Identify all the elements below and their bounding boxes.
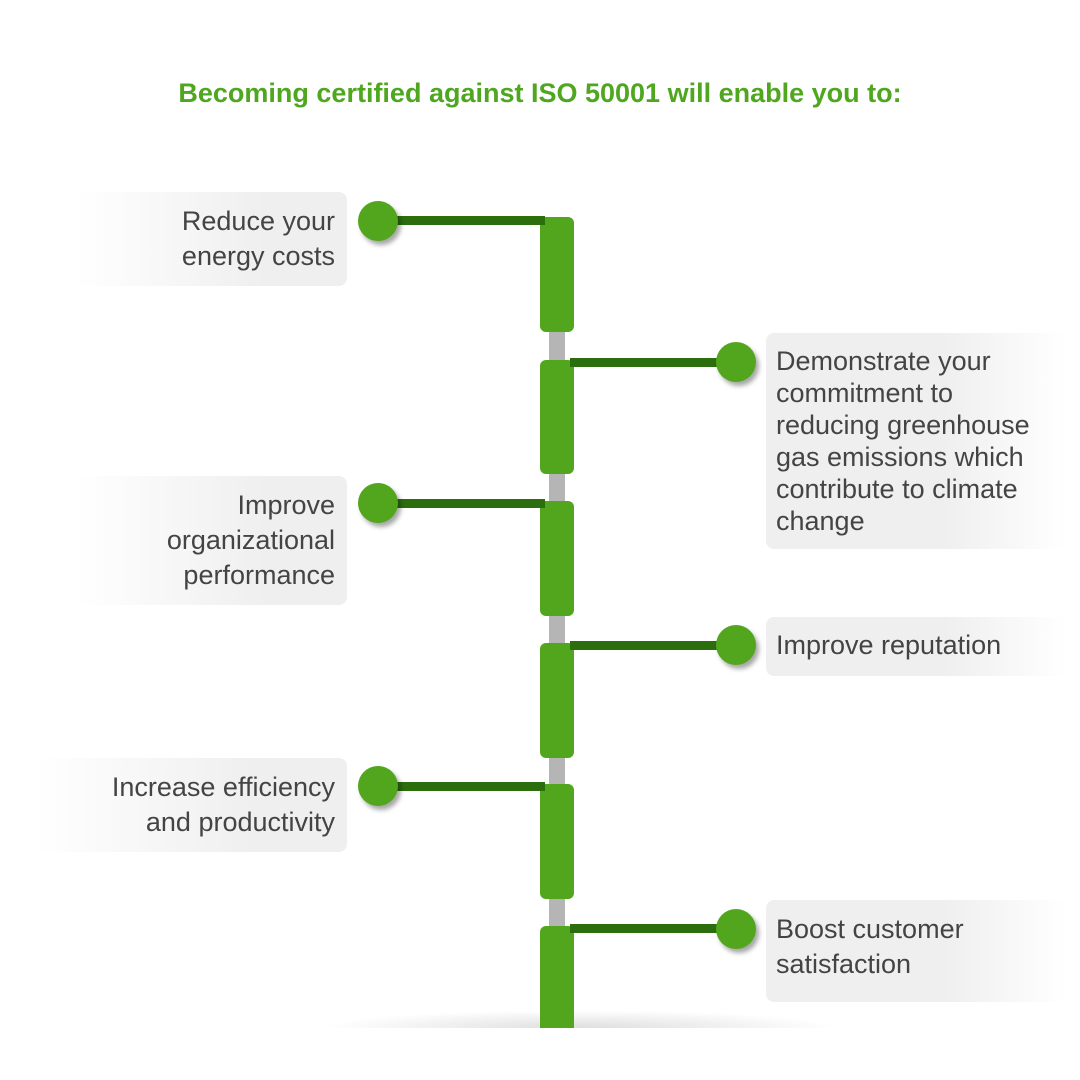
benefit-text: Reduce your energy costs (181, 206, 335, 271)
connector-line (380, 499, 545, 508)
node-dot (716, 909, 756, 949)
node-dot (358, 483, 398, 523)
benefit-box: Improve organizational performance (75, 476, 347, 605)
node-dot (716, 342, 756, 382)
connector-line (570, 358, 735, 367)
spine-segment (540, 643, 574, 758)
benefit-text: Improve reputation (776, 630, 1002, 660)
spine-segment (540, 784, 574, 899)
spine-segment (540, 360, 574, 474)
node-dot (358, 201, 398, 241)
ground-shadow (320, 1010, 840, 1028)
benefit-box: Reduce your energy costs (75, 192, 347, 286)
page-title: Becoming certified against ISO 50001 wil… (178, 78, 902, 108)
benefit-box: Boost customer satisfaction (766, 900, 1066, 1002)
benefit-box: Increase efficiency and productivity (35, 758, 347, 852)
benefit-text: Improve organizational performance (166, 490, 335, 590)
benefit-box: Demonstrate your commitment to reducing … (766, 333, 1066, 549)
node-dot (716, 625, 756, 665)
spine-segment (540, 501, 574, 616)
connector-line (380, 216, 545, 225)
benefit-text: Increase efficiency and productivity (111, 772, 335, 837)
benefit-text: Boost customer satisfaction (776, 914, 964, 979)
benefit-text: Demonstrate your commitment to reducing … (776, 346, 1030, 536)
node-dot (358, 766, 398, 806)
timeline-spine (549, 230, 565, 1020)
benefit-box: Improve reputation (766, 617, 1066, 676)
spine-segment (540, 217, 574, 332)
connector-line (570, 924, 735, 933)
spine-segment (540, 926, 574, 1028)
connector-line (570, 641, 735, 650)
connector-line (380, 782, 545, 791)
